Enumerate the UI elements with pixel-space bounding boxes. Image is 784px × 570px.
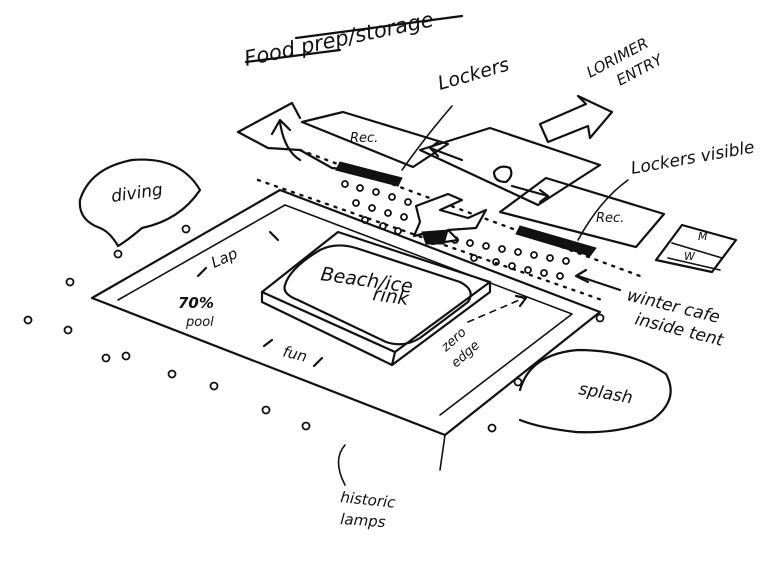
label-lockers-visible: Lockers visible: [629, 138, 756, 179]
label-fun: fun: [281, 342, 309, 365]
beach-ice-rink: [260, 230, 492, 367]
bubbles: [78, 158, 672, 434]
label-diving: diving: [110, 180, 164, 207]
food-prep-underline: [244, 14, 464, 64]
arrows: [196, 94, 622, 368]
historic-lamps-dots: [23, 224, 605, 433]
label-splash: splash: [577, 379, 634, 408]
label-lap: Lap: [208, 244, 240, 271]
label-pool-pct-line1: 70%: [178, 294, 214, 312]
pool-slab: [90, 188, 602, 471]
label-mw-bottom: W: [684, 250, 696, 263]
lockers-hatch: [335, 161, 597, 257]
label-beach-line2: rink: [371, 283, 411, 310]
label-rec-left: Rec.: [350, 131, 378, 146]
blob-icon: [492, 165, 513, 184]
label-pool-pct-line2: pool: [185, 315, 214, 330]
label-mw-top: M: [698, 230, 708, 243]
label-historic-line1: historic: [340, 488, 397, 512]
label-historic-line2: lamps: [340, 510, 387, 531]
building-blocks: [236, 101, 738, 274]
crowd-circles: [341, 180, 570, 280]
text-labels: Food prep/storage Lockers LORIMER ENTRY …: [110, 7, 756, 531]
leader-lines: [337, 105, 629, 486]
label-rec-right: Rec.: [596, 211, 624, 226]
label-lockers-top: Lockers: [435, 53, 511, 94]
label-food-prep: Food prep/storage: [242, 7, 436, 71]
